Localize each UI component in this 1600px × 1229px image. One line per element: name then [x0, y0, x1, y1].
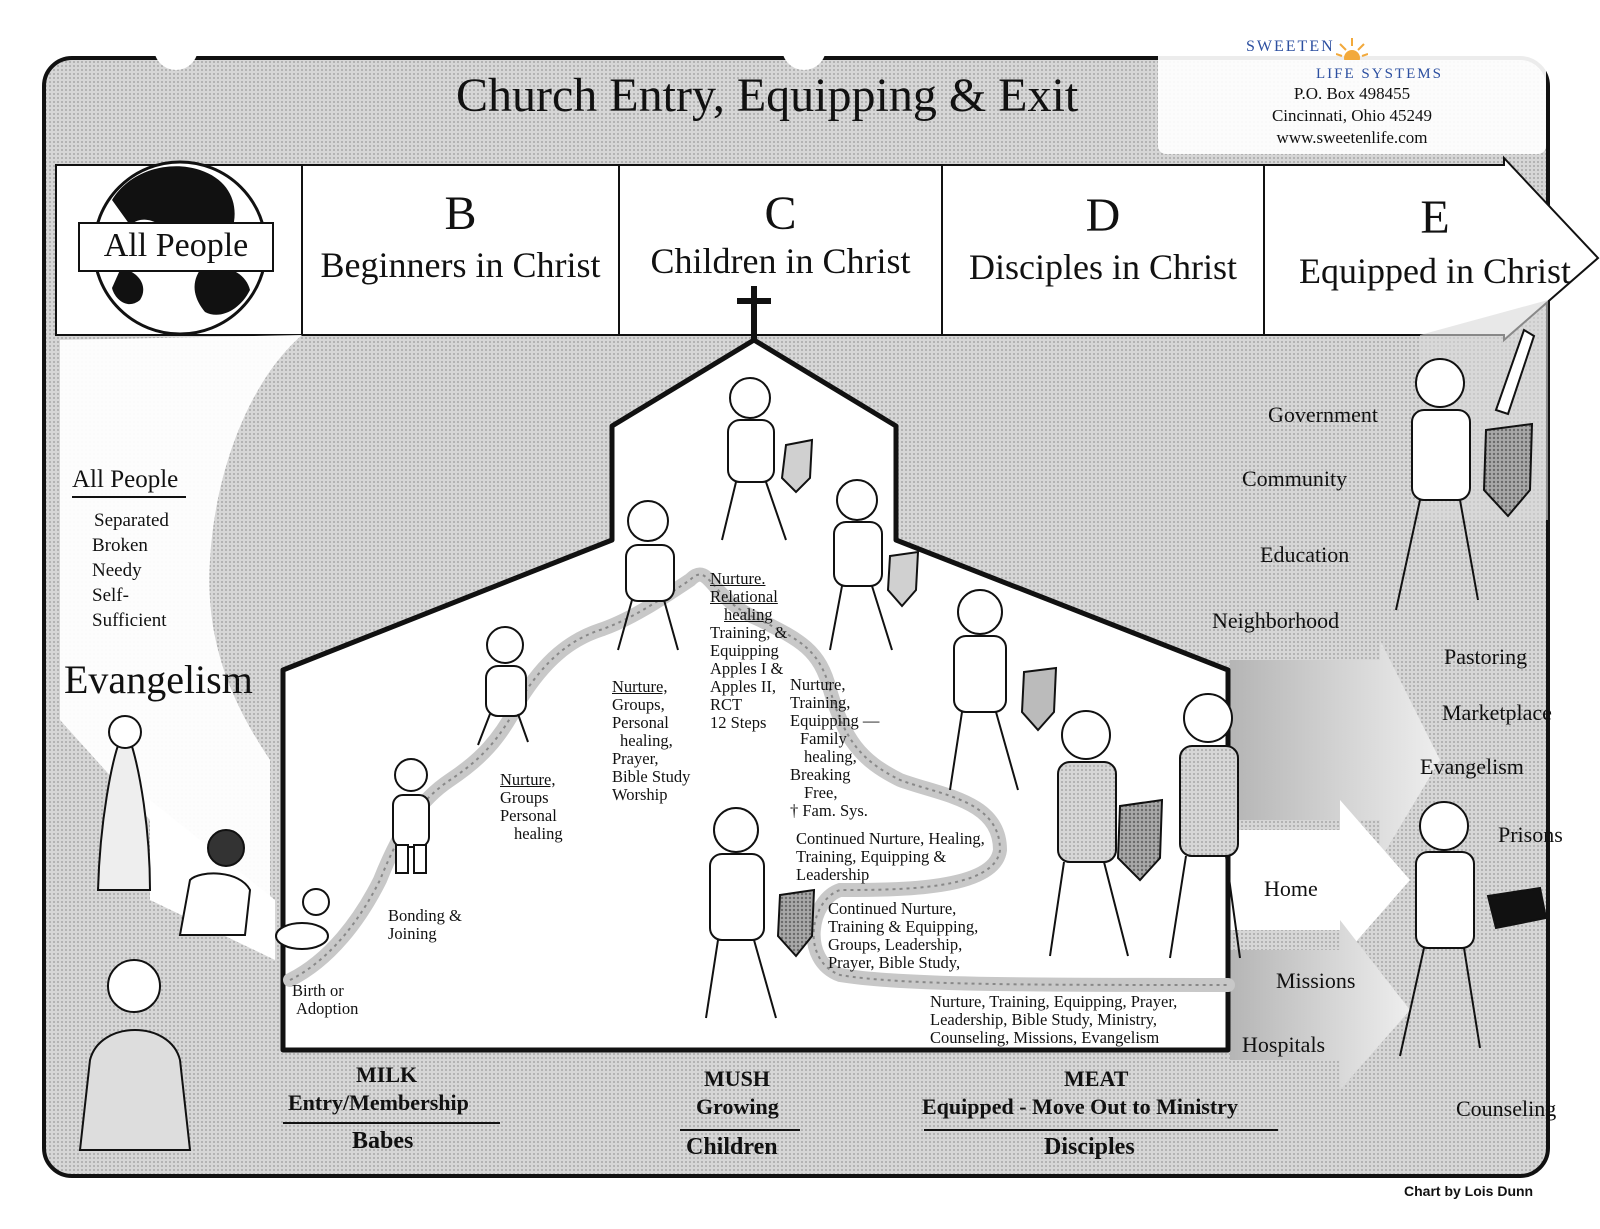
label-nurture-1: Nurture, Groups Personal healing	[500, 771, 563, 843]
label-nurture-3: Nurture. Relational healing Training, & …	[710, 570, 787, 732]
sphere-missions: Missions	[1276, 968, 1355, 994]
chart-title: Church Entry, Equipping & Exit	[456, 68, 1078, 123]
trait-sufficient: Sufficient	[92, 610, 167, 632]
section-disciples: Disciples	[1044, 1134, 1135, 1161]
label-nurture-4: Nurture, Training, Equipping — Family he…	[790, 676, 879, 820]
stage-c-letter: C	[619, 186, 942, 241]
chart-credit: Chart by Lois Dunn	[1404, 1183, 1533, 1199]
section-milk: MILK	[356, 1062, 417, 1088]
stage-all-people: All People	[78, 222, 274, 272]
sphere-counseling: Counseling	[1456, 1096, 1556, 1122]
sphere-home: Home	[1264, 876, 1318, 902]
stage-b-name: Beginners in Christ	[302, 244, 619, 286]
section-meat: MEAT	[1064, 1066, 1128, 1092]
label-final: Nurture, Training, Equipping, Prayer, Le…	[930, 993, 1177, 1047]
label-nurture-2: Nurture, Groups, Personal healing, Praye…	[612, 678, 690, 804]
stage-b-letter: B	[302, 186, 619, 241]
section-milk-sub: Entry/Membership	[288, 1090, 469, 1116]
brand-name-bottom: LIFE SYSTEMS	[1316, 66, 1443, 83]
trait-broken: Broken	[92, 535, 148, 557]
sphere-neighborhood: Neighborhood	[1212, 608, 1339, 634]
trait-needy: Needy	[92, 560, 142, 582]
trait-separated: Separated	[94, 510, 169, 532]
section-mush-sub: Growing	[696, 1094, 779, 1120]
stamp-url: www.sweetenlife.com	[1158, 128, 1546, 148]
section-babes: Babes	[352, 1128, 413, 1155]
publisher-stamp: SWEETEN LIFE SYSTEMS P.O. Box 498455 Cin…	[1158, 22, 1546, 154]
stage-d-name: Disciples in Christ	[942, 246, 1264, 288]
sphere-pastoring: Pastoring	[1444, 644, 1527, 670]
label-continued-2: Continued Nurture, Training & Equipping,…	[828, 900, 978, 972]
sphere-evangelism: Evangelism	[1420, 754, 1524, 780]
stage-c-name: Children in Christ	[619, 240, 942, 282]
sun-logo-icon	[1336, 36, 1368, 60]
binder-hole-left	[154, 26, 198, 70]
sphere-education: Education	[1260, 542, 1349, 568]
section-children: Children	[686, 1134, 778, 1161]
left-heading: All People	[72, 466, 178, 494]
sphere-community: Community	[1242, 466, 1347, 492]
section-meat-sub: Equipped - Move Out to Ministry	[922, 1094, 1238, 1120]
evangelism-label: Evangelism	[64, 656, 253, 703]
brand-name-top: SWEETEN	[1246, 38, 1335, 56]
stage-e-letter: E	[1290, 190, 1580, 245]
label-continued-1: Continued Nurture, Healing, Training, Eq…	[796, 830, 985, 884]
stage-e-name: Equipped in Christ	[1290, 250, 1580, 292]
section-mush: MUSH	[704, 1066, 770, 1092]
binder-hole-right	[782, 26, 826, 70]
sphere-government: Government	[1268, 402, 1378, 428]
stage-d-letter: D	[942, 188, 1264, 243]
label-bonding: Bonding &Joining	[388, 907, 462, 943]
sphere-hospitals: Hospitals	[1242, 1032, 1325, 1058]
sphere-prisons: Prisons	[1498, 822, 1563, 848]
sphere-marketplace: Marketplace	[1442, 700, 1552, 726]
stamp-city: Cincinnati, Ohio 45249	[1158, 106, 1546, 126]
trait-self: Self-	[92, 585, 129, 607]
stamp-address: P.O. Box 498455	[1158, 84, 1546, 104]
